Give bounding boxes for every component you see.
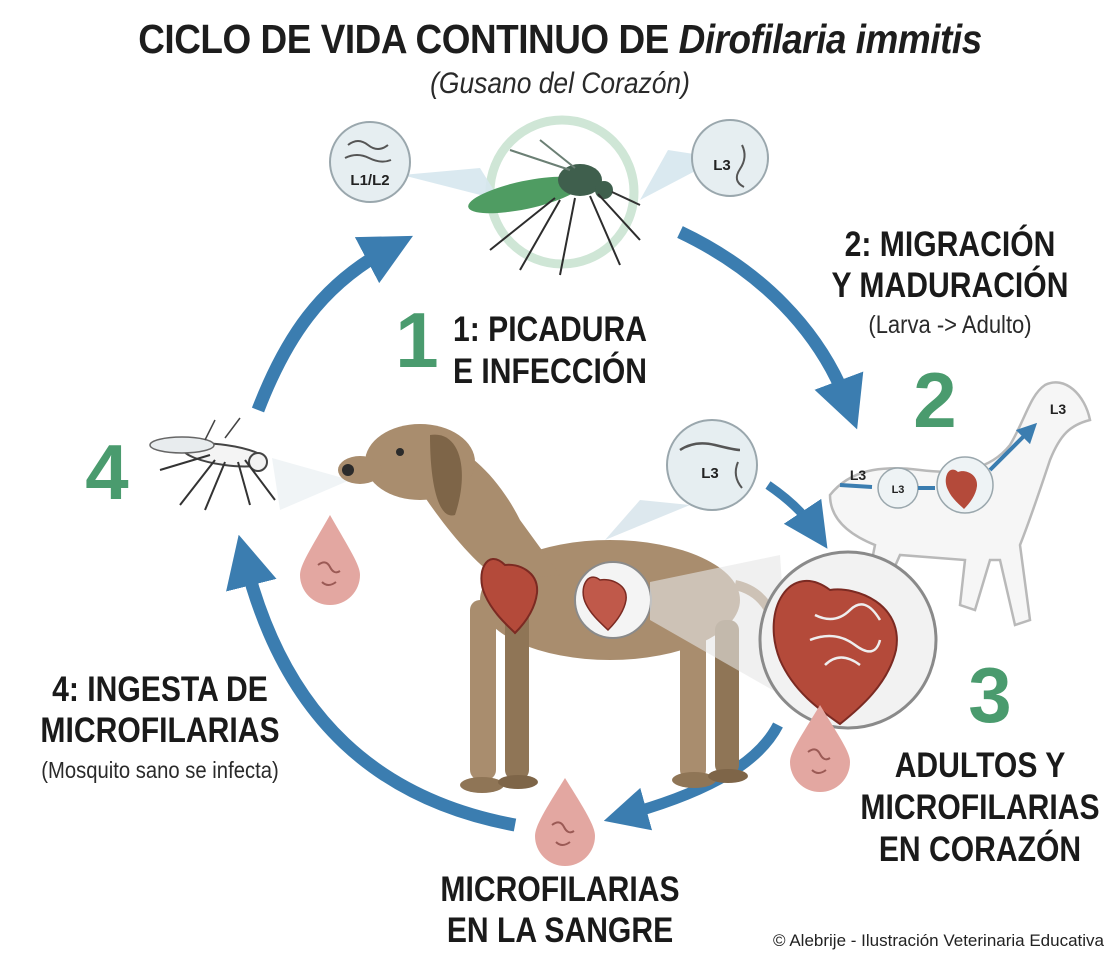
- title-species-text: Dirofilaria immitis: [678, 16, 983, 62]
- copyright-footer: © Alebrije - Ilustración Veterinaria Edu…: [773, 931, 1104, 951]
- step-1-title-line2: E INFECCIÓN: [452, 352, 647, 391]
- step-4-subtitle: (Mosquito sano se infecta): [41, 757, 279, 783]
- page-title: CICLO DE VIDA CONTINUO DE Dirofilaria im…: [56, 16, 1064, 62]
- larva-callout-l1l2: L1/L2: [329, 121, 411, 203]
- mosquito-healthy-icon: [149, 417, 350, 511]
- cycle-arrow-2: [677, 226, 864, 430]
- step-2-title-line2: Y MADURACIÓN: [831, 266, 1069, 305]
- heart-zoom-callout: [574, 561, 652, 639]
- larva-callout-l3-dog: L3: [605, 419, 758, 540]
- larva-label-l3-a: L3: [850, 467, 867, 483]
- step-2-subtitle: (Larva -> Adulto): [868, 311, 1032, 339]
- blood-drop-icon: [790, 705, 850, 792]
- blood-title-line2: EN LA SANGRE: [446, 911, 674, 950]
- step-3-title-line1: ADULTOS Y: [894, 746, 1066, 785]
- step-4-number: 4: [85, 428, 129, 516]
- cycle-arrow-1: [251, 235, 413, 413]
- heart-icon: [480, 558, 539, 635]
- blood-drop-icon: [300, 515, 360, 605]
- larva-label-l3-mosquito: L3: [713, 157, 731, 174]
- step-3-number: 3: [968, 651, 1012, 739]
- mosquito-infected-icon: [402, 115, 720, 276]
- blood-title-line1: MICROFILARIAS: [440, 870, 680, 909]
- step-2-number: 2: [913, 356, 957, 444]
- step-4-title-line2: MICROFILARIAS: [40, 711, 280, 750]
- larva-callout-l3-mosquito: L3: [691, 119, 769, 197]
- larva-label-l1l2: L1/L2: [350, 172, 389, 189]
- step-4-title-line1: 4: INGESTA DE: [52, 670, 268, 709]
- zoom-beam: [650, 555, 790, 700]
- cycle-arrow-4: [226, 534, 517, 832]
- step-3-title-line3: EN CORAZÓN: [878, 830, 1082, 869]
- larva-label-l3-c: L3: [1050, 401, 1067, 417]
- title-main-text: CICLO DE VIDA CONTINUO DE: [138, 16, 679, 62]
- step-1-number: 1: [395, 296, 439, 384]
- step-3-title-line2: MICROFILARIAS: [860, 788, 1100, 827]
- step-1-title-line1: 1: PICADURA: [452, 310, 647, 349]
- page-subtitle: (Gusano del Corazón): [430, 67, 690, 100]
- larva-label-l3-dog: L3: [701, 465, 719, 482]
- larva-label-l3-b: L3: [892, 484, 905, 496]
- step-2-title-line1: 2: MIGRACIÓN: [844, 225, 1056, 264]
- heart-with-worms-icon: [758, 550, 938, 730]
- larva-to-dog-arrow: [765, 481, 828, 549]
- blood-drop-icon: [535, 778, 595, 866]
